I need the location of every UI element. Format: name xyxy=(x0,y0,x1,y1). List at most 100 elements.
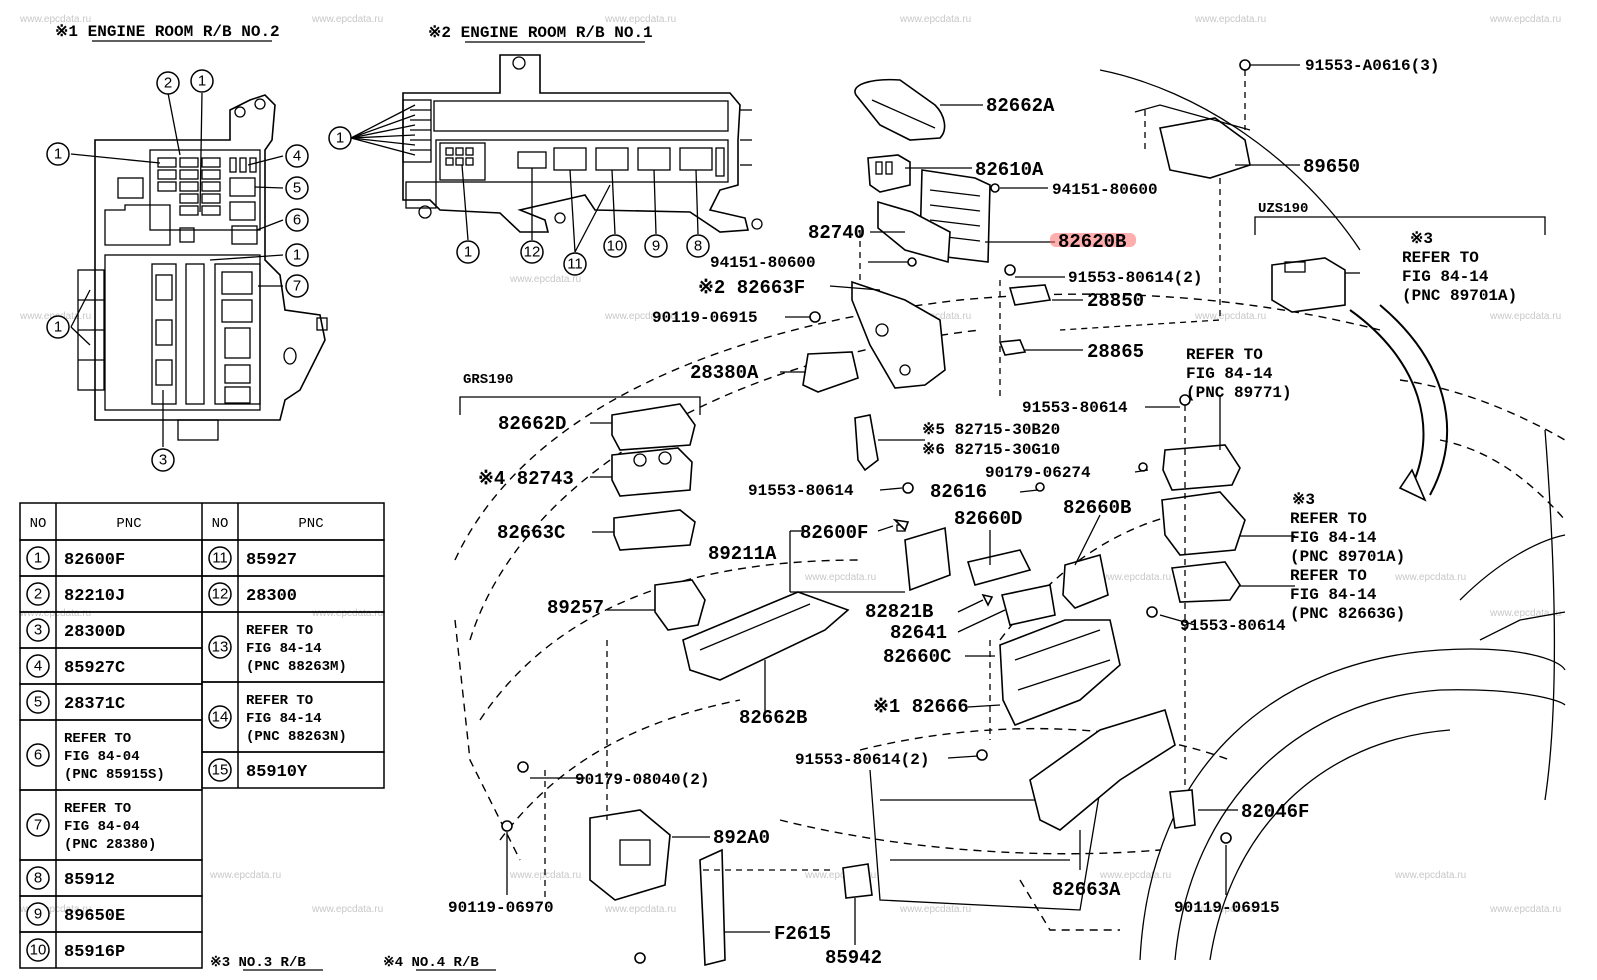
table-pnc-cell[interactable]: 85916P xyxy=(64,943,125,962)
label-82046f[interactable]: 82046F xyxy=(1241,801,1309,823)
ref-89701a-line1[interactable]: REFER TO xyxy=(1290,510,1367,528)
label-91553-a0616[interactable]: 91553-A0616(3) xyxy=(1305,57,1439,75)
table-no-circle xyxy=(208,635,232,659)
ref-82663g-line2[interactable]: FIG 84-14 xyxy=(1290,586,1377,604)
table-pnc-cell[interactable]: FIG 84-14 xyxy=(246,641,322,657)
ref-uzs-line2[interactable]: FIG 84-14 xyxy=(1402,268,1489,286)
ref-89771-line2[interactable]: FIG 84-14 xyxy=(1186,365,1273,383)
ref-uzs-line1[interactable]: REFER TO xyxy=(1402,249,1479,267)
label-94151-80600[interactable]: 94151-80600 xyxy=(1052,181,1158,199)
table-pnc-cell[interactable]: FIG 84-14 xyxy=(246,711,322,727)
table-header-cell: NO xyxy=(212,516,229,532)
table-pnc-cell[interactable]: (PNC 88263M) xyxy=(246,659,347,675)
watermark: www.epcdata.ru xyxy=(509,274,581,285)
reference-notes[interactable]: ※3 REFER TO FIG 84-14 (PNC 89701A) REFER… xyxy=(1186,230,1517,623)
ref-uzs-mark: ※3 xyxy=(1410,230,1433,248)
table-pnc-cell[interactable]: 85910Y xyxy=(246,763,308,782)
label-82821b[interactable]: 82821B xyxy=(865,601,933,623)
table-pnc-cell[interactable]: 28300 xyxy=(246,587,297,606)
watermark: www.epcdata.ru xyxy=(509,870,581,881)
label-94151-80600[interactable]: 94151-80600 xyxy=(710,254,816,272)
label-90179-08040[interactable]: 90179-08040(2) xyxy=(575,771,709,789)
table-pnc-cell[interactable]: 82210J xyxy=(64,587,125,606)
label-90119-06915[interactable]: 90119-06915 xyxy=(652,309,758,327)
table-pnc-cell[interactable]: REFER TO xyxy=(64,731,131,747)
watermark: www.epcdata.ru xyxy=(1489,311,1561,322)
table-pnc-cell[interactable]: 85927C xyxy=(64,659,125,678)
label-82620b[interactable]: 82620B xyxy=(1058,231,1126,253)
table-pnc-cell[interactable]: (PNC 88263N) xyxy=(246,729,347,745)
label-82616[interactable]: 82616 xyxy=(930,481,987,503)
watermark: www.epcdata.ru xyxy=(1394,870,1466,881)
label-90119-06970[interactable]: 90119-06970 xyxy=(448,899,554,917)
ref-uzs-line3[interactable]: (PNC 89701A) xyxy=(1402,287,1517,305)
table-no-cell: 9 xyxy=(34,906,42,923)
label-91553-80614-2[interactable]: 91553-80614(2) xyxy=(1068,269,1202,287)
label-82662b[interactable]: 82662B xyxy=(739,707,807,729)
table-header-cell: PNC xyxy=(116,516,141,532)
label-91553-80614[interactable]: 91553-80614 xyxy=(748,482,854,500)
label-28865[interactable]: 28865 xyxy=(1087,341,1144,363)
watermark: www.epcdata.ru xyxy=(311,608,383,619)
label-82663c[interactable]: 82663C xyxy=(497,522,565,544)
watermark: www.epcdata.ru xyxy=(1489,904,1561,915)
label-90119-06915[interactable]: 90119-06915 xyxy=(1174,899,1280,917)
table-pnc-cell[interactable]: (PNC 28380) xyxy=(64,837,156,853)
label-91553-80614-2[interactable]: 91553-80614(2) xyxy=(795,751,929,769)
label-82666[interactable]: ※1 82666 xyxy=(873,696,969,718)
callout-5: 5 xyxy=(293,180,301,197)
table-pnc-cell[interactable]: REFER TO xyxy=(246,623,313,639)
label-89650[interactable]: 89650 xyxy=(1303,156,1360,178)
watermark: www.epcdata.ru xyxy=(19,608,91,619)
table-no-cell: 11 xyxy=(212,550,228,567)
table-pnc-cell[interactable]: FIG 84-04 xyxy=(64,819,140,835)
label-82660b[interactable]: 82660B xyxy=(1063,497,1131,519)
table-pnc-cell[interactable]: 85927 xyxy=(246,551,297,570)
label-82715-30g10[interactable]: ※6 82715-30G10 xyxy=(922,441,1060,459)
table-pnc-cell[interactable]: FIG 84-04 xyxy=(64,749,140,765)
label-82743[interactable]: ※4 82743 xyxy=(478,468,574,490)
label-28380a[interactable]: 28380A xyxy=(690,362,759,384)
table-pnc-cell[interactable]: 85912 xyxy=(64,871,115,890)
ref-89701a-line2[interactable]: FIG 84-14 xyxy=(1290,529,1377,547)
table-pnc-cell[interactable]: REFER TO xyxy=(246,693,313,709)
label-82641[interactable]: 82641 xyxy=(890,622,947,644)
label-28850[interactable]: 28850 xyxy=(1087,290,1144,312)
table-pnc-cell[interactable]: 28300D xyxy=(64,623,125,642)
label-82600f[interactable]: 82600F xyxy=(800,522,868,544)
table-no-circle xyxy=(208,582,232,606)
label-f2615[interactable]: F2615 xyxy=(774,923,831,945)
label-89211a[interactable]: 89211A xyxy=(708,543,777,565)
label-91553-80614[interactable]: 91553-80614 xyxy=(1180,617,1286,635)
table-pnc-cell[interactable]: 28371C xyxy=(64,695,125,714)
table-no-circle xyxy=(208,758,232,782)
ref-89701a-line3[interactable]: (PNC 89701A) xyxy=(1290,548,1405,566)
label-85942[interactable]: 85942 xyxy=(825,947,882,969)
table-pnc-cell[interactable]: (PNC 85915S) xyxy=(64,767,165,783)
label-82740[interactable]: 82740 xyxy=(808,222,865,244)
part-labels[interactable]: 91553-A0616(3) 82662A 89650 82610A 94151… xyxy=(448,57,1439,969)
label-82610a[interactable]: 82610A xyxy=(975,159,1044,181)
table-pnc-cell[interactable]: REFER TO xyxy=(64,801,131,817)
label-82662d[interactable]: 82662D xyxy=(498,413,566,435)
label-82662a[interactable]: 82662A xyxy=(986,95,1055,117)
label-892a0[interactable]: 892A0 xyxy=(713,827,770,849)
label-82660c[interactable]: 82660C xyxy=(883,646,951,668)
rb1-callouts: 1 1 12 11 10 9 8 xyxy=(328,104,710,276)
label-91553-80614[interactable]: 91553-80614 xyxy=(1022,399,1128,417)
label-89257[interactable]: 89257 xyxy=(547,597,604,619)
label-82660d[interactable]: 82660D xyxy=(954,508,1022,530)
table-pnc-cell[interactable]: 82600F xyxy=(64,551,125,570)
ref-89771-line3[interactable]: (PNC 89771) xyxy=(1186,384,1292,402)
rb2-callouts: 2 1 1 4 5 6 1 7 1 3 xyxy=(46,69,309,472)
table-no-circle xyxy=(26,813,50,837)
ref-82663g-line3[interactable]: (PNC 82663G) xyxy=(1290,605,1405,623)
table-no-cell: 1 xyxy=(34,550,42,567)
label-82663a[interactable]: 82663A xyxy=(1052,879,1121,901)
ref-89771-line1[interactable]: REFER TO xyxy=(1186,346,1263,364)
table-pnc-cell[interactable]: 89650E xyxy=(64,907,125,926)
label-90179-06274[interactable]: 90179-06274 xyxy=(985,464,1091,482)
label-82663f[interactable]: ※2 82663F xyxy=(698,277,805,299)
label-82715-30b20[interactable]: ※5 82715-30B20 xyxy=(922,421,1060,439)
ref-82663g-line1[interactable]: REFER TO xyxy=(1290,567,1367,585)
